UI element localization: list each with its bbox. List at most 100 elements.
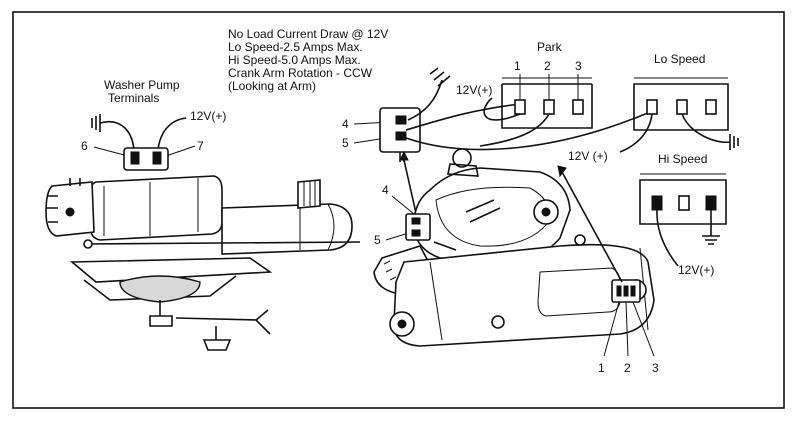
motor-bottom-2-leader: [625, 301, 629, 357]
motor-top-connector: [379, 107, 421, 153]
motor-mount-bushing-left-inner: [397, 319, 407, 329]
park-diagram: Park 1 2 3 12V(+): [456, 40, 593, 147]
motor-bottom-3-leader: [632, 301, 655, 357]
washer-crank-tube: [221, 203, 353, 255]
washer-12v-wire: [157, 117, 187, 151]
washer-pump-assembly: Washer Pump Terminals 12V(+) 6 7: [45, 78, 361, 351]
park-terminal-1-label: 1: [514, 59, 521, 73]
bottom-terminal-2-label: 2: [624, 361, 631, 375]
motor-top-connector-pin-5: [395, 131, 407, 141]
motor-inner-pin-4: [411, 217, 421, 225]
washer-side-mount: [297, 179, 321, 209]
washer-motor-ribs: [103, 178, 199, 236]
hi-speed-switch-box: [639, 179, 727, 225]
hi-speed-terminal-2: [678, 195, 690, 211]
connector-terminal-5-label: 5: [342, 136, 349, 150]
hi-speed-terminal-3: [705, 195, 717, 211]
spec-current-draw: No Load Current Draw @ 12V: [228, 27, 388, 41]
park-terminal-1: [514, 99, 526, 115]
washer-base-bracket: [69, 257, 273, 283]
lo-speed-12v-wire: [619, 113, 653, 153]
park-terminal-2-label: 2: [544, 59, 551, 73]
motor-bottom-1-leader: [603, 301, 620, 357]
lo-speed-terminal-1: [646, 99, 658, 115]
motor-housing-slot: [465, 199, 501, 223]
motor-top-pivot: [452, 148, 472, 168]
lo-speed-terminal-2: [676, 99, 688, 115]
spec-looking-at-arm: (Looking at Arm): [228, 79, 316, 93]
lo-speed-title: Lo Speed: [654, 52, 705, 66]
motor-inner-terminal-5-label: 5: [374, 233, 381, 247]
park-voltage-label: 12V(+): [456, 83, 492, 97]
washer-6-leader: [93, 146, 129, 157]
washer-drive-gear: [119, 275, 201, 303]
motor-inner-4-leader: [391, 195, 415, 215]
washer-pump-title: Washer Pump: [104, 78, 180, 92]
hi-speed-title: Hi Speed: [658, 152, 707, 166]
motor-mount-plate: [393, 243, 655, 347]
wiper-motor-assembly: 4 5 4 5: [342, 67, 659, 375]
motor-gearbox-teeth: [383, 260, 403, 289]
diagram-frame: [12, 11, 785, 409]
hi-speed-12v-wire: [656, 209, 679, 267]
motor-inner-pin-5: [411, 229, 421, 237]
spec-lo-speed: Lo Speed-2.5 Amps Max.: [228, 40, 363, 54]
washer-pump-ports: [46, 178, 81, 223]
motor-top-connector-pin-4: [395, 115, 407, 125]
hi-speed-diagram: Hi Speed 12V(+): [639, 152, 727, 277]
motor-bottom-pin-2: [623, 285, 629, 297]
washer-terminals-title: Terminals: [108, 91, 159, 105]
washer-terminal-6: [130, 151, 140, 165]
motor-mount-stud-b: [574, 234, 586, 246]
washer-terminal-7: [152, 151, 162, 165]
lo-speed-ground-symbol: [729, 134, 739, 150]
motor-wire-to-lo-speed: [405, 111, 651, 151]
motor-crank-shaft: [433, 241, 457, 251]
hi-speed-ground-symbol: [702, 235, 720, 245]
park-terminal-3-label: 3: [575, 59, 582, 73]
motor-bottom-arrow-head: [557, 165, 567, 178]
connector-terminal-4-label: 4: [342, 117, 349, 131]
motor-crank-boss-inner: [541, 207, 551, 217]
washer-7-leader: [165, 145, 196, 157]
lo-speed-terminal-3: [705, 99, 717, 115]
park-12v-wire: [483, 97, 521, 121]
connector-arrow-head: [399, 150, 409, 161]
washer-motor-body: [89, 175, 223, 241]
lo-speed-ground-wire: [681, 113, 731, 143]
washer-voltage-label: 12V(+): [190, 109, 226, 123]
hi-speed-terminal-1: [651, 195, 663, 211]
washer-ground-wire: [99, 121, 135, 151]
motor-top-ground-wire: [407, 79, 443, 121]
washer-side-mount-ribs: [303, 181, 316, 206]
motor-inner-terminal-4-label: 4: [382, 183, 389, 197]
lo-speed-switch-box: [633, 83, 729, 131]
washer-crank-arm: [175, 309, 271, 335]
washer-shaft: [83, 241, 361, 245]
washer-pump-bolt: [65, 207, 75, 217]
motor-bottom-pin-3: [630, 285, 636, 297]
motor-wire-to-park: [405, 103, 521, 131]
washer-mount-arm: [149, 300, 173, 327]
motor-top-pivot-base: [447, 163, 479, 177]
park-terminal-2-wire: [479, 113, 550, 147]
park-terminal-3: [572, 99, 584, 115]
motor-bottom-pin-1: [616, 285, 622, 297]
specs-block: No Load Current Draw @ 12V Lo Speed-2.5 …: [228, 27, 388, 93]
bottom-terminal-1-label: 1: [598, 361, 605, 375]
washer-terminal-7-label: 7: [197, 139, 204, 153]
park-terminal-2: [543, 99, 555, 115]
washer-terminal-6-label: 6: [81, 139, 88, 153]
washer-ground-symbol: [91, 114, 101, 132]
washer-crank-pivot: [202, 339, 232, 351]
motor-top-connector-ground: [429, 67, 451, 87]
park-title: Park: [537, 40, 563, 54]
lo-speed-voltage-label: 12V (+): [568, 149, 608, 163]
washer-shaft-end: [83, 239, 93, 249]
spec-hi-speed: Hi Speed-5.0 Amps Max.: [228, 53, 361, 67]
bottom-terminal-3-label: 3: [652, 361, 659, 375]
motor-bottom-connector-arrow: [561, 171, 623, 283]
motor-mount-stud-a: [491, 315, 505, 329]
park-switch-box: [501, 84, 593, 129]
